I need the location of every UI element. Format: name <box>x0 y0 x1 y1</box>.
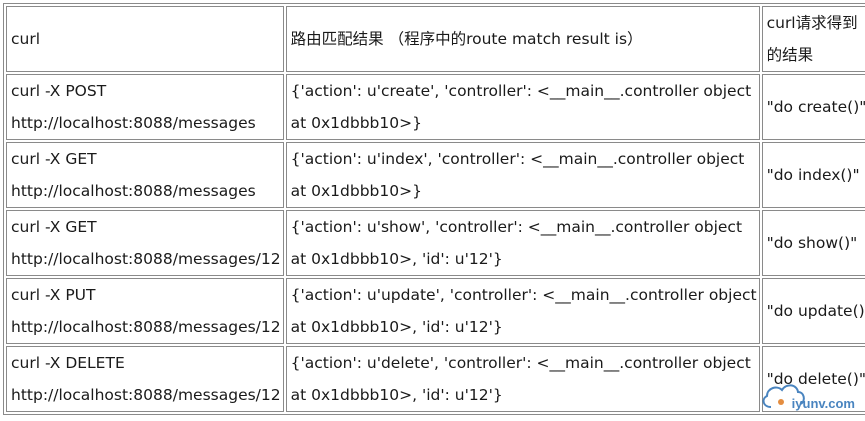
response-text: "do update()" <box>766 302 865 320</box>
curl-command-cell: curl -X GET http://localhost:8088/messag… <box>6 210 284 276</box>
curl-method: curl -X PUT <box>11 286 96 304</box>
table-row: curl -X GET http://localhost:8088/messag… <box>6 142 865 208</box>
route-match-line2: at 0x1dbbb10>} <box>290 114 422 132</box>
header-curl: curl <box>6 6 284 72</box>
curl-command-cell: curl -X DELETE http://localhost:8088/mes… <box>6 346 284 412</box>
header-response-line1: curl请求得到 <box>766 14 858 32</box>
table-row: curl -X DELETE http://localhost:8088/mes… <box>6 346 865 412</box>
response-cell: "do delete()" <box>761 346 865 412</box>
route-match-cell: {'action': u'show', 'controller': <__mai… <box>285 210 760 276</box>
route-match-line1: {'action': u'show', 'controller': <__mai… <box>290 218 743 236</box>
table-row: curl -X GET http://localhost:8088/messag… <box>6 210 865 276</box>
response-text: "do create()" <box>766 98 865 116</box>
route-match-cell: {'action': u'index', 'controller': <__ma… <box>285 142 760 208</box>
header-curl-label: curl <box>11 30 41 48</box>
route-match-line1: {'action': u'create', 'controller': <__m… <box>290 82 752 100</box>
response-cell: "do create()" <box>761 74 865 140</box>
header-response-line2: 的结果 <box>766 46 814 64</box>
route-match-cell: {'action': u'create', 'controller': <__m… <box>285 74 760 140</box>
curl-url: http://localhost:8088/messages/12 <box>11 318 281 336</box>
curl-command-cell: curl -X GET http://localhost:8088/messag… <box>6 142 284 208</box>
response-text: "do delete()" <box>766 370 865 388</box>
route-match-line2: at 0x1dbbb10>, 'id': u'12'} <box>290 386 503 404</box>
response-text: "do show()" <box>766 234 858 252</box>
curl-method: curl -X GET <box>11 218 97 236</box>
route-match-line1: {'action': u'index', 'controller': <__ma… <box>290 150 745 168</box>
route-match-cell: {'action': u'delete', 'controller': <__m… <box>285 346 760 412</box>
response-cell: "do show()" <box>761 210 865 276</box>
table-row: curl -X PUT http://localhost:8088/messag… <box>6 278 865 344</box>
route-match-cell: {'action': u'update', 'controller': <__m… <box>285 278 760 344</box>
curl-method: curl -X POST <box>11 82 107 100</box>
response-cell: "do index()" <box>761 142 865 208</box>
curl-method: curl -X DELETE <box>11 354 125 372</box>
curl-url: http://localhost:8088/messages <box>11 182 256 200</box>
curl-url: http://localhost:8088/messages/12 <box>11 386 281 404</box>
response-cell: "do update()" <box>761 278 865 344</box>
curl-url: http://localhost:8088/messages <box>11 114 256 132</box>
route-match-line2: at 0x1dbbb10>, 'id': u'12'} <box>290 318 503 336</box>
route-match-line1: {'action': u'delete', 'controller': <__m… <box>290 354 751 372</box>
curl-url: http://localhost:8088/messages/12 <box>11 250 281 268</box>
header-route-match: 路由匹配结果 （程序中的route match result is） <box>285 6 760 72</box>
curl-method: curl -X GET <box>11 150 97 168</box>
route-match-line1: {'action': u'update', 'controller': <__m… <box>290 286 757 304</box>
route-match-line2: at 0x1dbbb10>} <box>290 182 422 200</box>
route-match-line2: at 0x1dbbb10>, 'id': u'12'} <box>290 250 503 268</box>
curl-command-cell: curl -X PUT http://localhost:8088/messag… <box>6 278 284 344</box>
route-table: curl 路由匹配结果 （程序中的route match result is） … <box>3 3 865 415</box>
header-route-match-label: 路由匹配结果 （程序中的route match result is） <box>290 30 643 48</box>
response-text: "do index()" <box>766 166 860 184</box>
header-curl-response: curl请求得到 的结果 <box>761 6 865 72</box>
curl-command-cell: curl -X POST http://localhost:8088/messa… <box>6 74 284 140</box>
table-header-row: curl 路由匹配结果 （程序中的route match result is） … <box>6 6 865 72</box>
table-row: curl -X POST http://localhost:8088/messa… <box>6 74 865 140</box>
